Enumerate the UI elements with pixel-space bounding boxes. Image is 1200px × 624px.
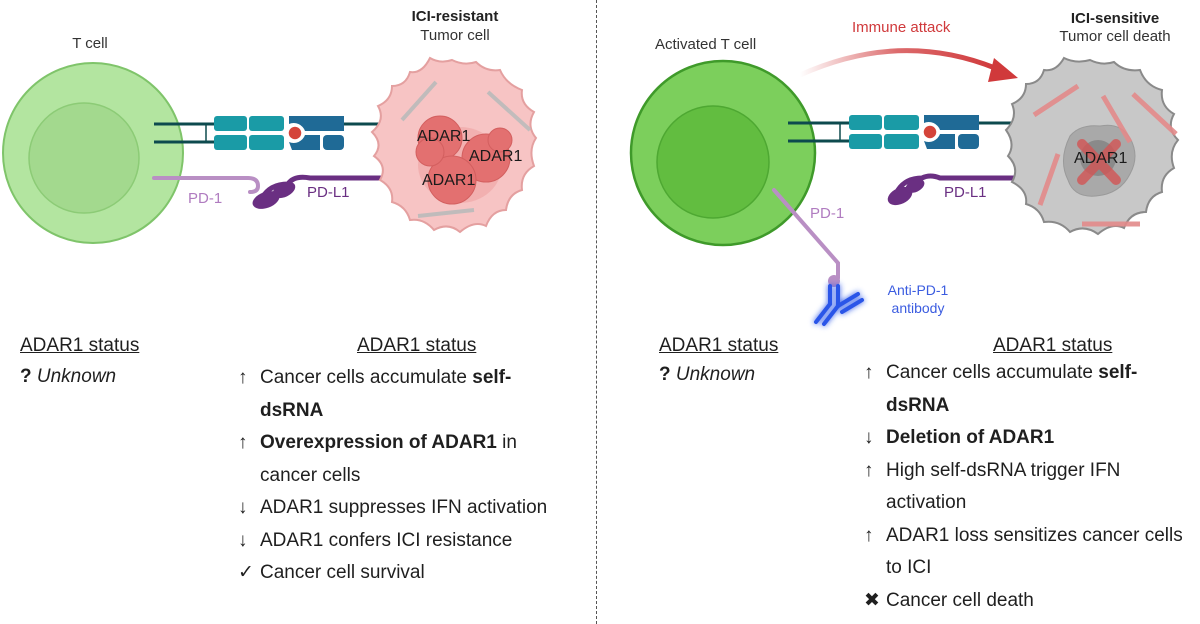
adar1-label: ADAR1 [469,148,523,165]
pd1-pdl1-binding [152,174,398,209]
status-symbol-icon: ↑ [238,432,248,453]
status-symbol-icon: ↑ [238,367,248,388]
status-item: ↑Cancer cells accumulate self-dsRNA [238,362,568,427]
tumor-status-heading-right: ADAR1 status [993,335,1113,356]
pdl1-right [887,173,1031,206]
tumor-status-list: ↑Cancer cells accumulate self-dsRNA↑Over… [238,362,568,590]
status-item: ↑Overexpression of ADAR1 in cancer cells [238,427,568,492]
tcr-mhc-complex [154,116,393,150]
status-symbol-icon: ↑ [864,362,874,383]
status-item: ↓Deletion of ADAR1 [864,422,1194,455]
adar1-label: ADAR1 [417,128,471,145]
status-text: Unknown [675,364,756,385]
t-cell-status-value-right: ? Unknown [659,364,755,386]
panel-divider [596,0,597,624]
immune-attack-arrow [798,48,1018,82]
pdl1-label-right: PD-L1 [944,184,987,201]
pd1-right [772,188,840,287]
tumor-title-resistant: ICI-resistant [411,8,499,25]
pd1-label-right: PD-1 [810,205,845,222]
question-icon: ? [659,364,671,385]
status-symbol-icon: ↓ [238,497,248,518]
antibody-label-line2: antibody [891,300,945,316]
t-cell [2,62,184,244]
status-item: ↓ADAR1 confers ICI resistance [238,525,568,558]
pd1-label: PD-1 [188,190,223,207]
status-symbol-icon: ✓ [238,562,254,583]
status-item: ✖Cancer cell death [864,585,1194,618]
status-symbol-icon: ↓ [238,529,248,551]
anti-pd1-antibody [814,284,864,326]
status-symbol-icon: ✖ [864,589,880,611]
tcr-mhc-complex-right [788,115,1028,149]
status-item: ↓ADAR1 suppresses IFN activation [238,492,568,525]
status-text: Unknown [36,366,117,387]
tumor-title-sensitive: ICI-sensitive [1070,10,1160,27]
tumor-cell-resistant [370,56,538,234]
question-icon: ? [20,366,32,387]
immune-attack-label: Immune attack [852,19,951,36]
t-cell-label: T cell [72,35,108,52]
antibody-label-line1: Anti-PD-1 [887,282,949,298]
status-item: ✓Cancer cell survival [238,557,568,590]
status-item: ↑High self-dsRNA trigger IFN activation [864,455,1194,520]
status-symbol-icon: ↓ [864,427,874,448]
tumor-cell-dead [1004,56,1180,236]
status-symbol-icon: ↑ [864,524,874,546]
tumor-status-heading: ADAR1 status [357,335,477,356]
t-cell-status-value: ? Unknown [20,366,116,388]
status-item: ↑Cancer cells accumulate self-dsRNA [864,357,1194,422]
t-cell-status-heading-right: ADAR1 status [659,335,779,356]
activated-t-cell-label: Activated T cell [655,36,757,53]
activated-t-cell [629,59,817,247]
status-symbol-icon: ↑ [864,459,874,481]
pdl1-label: PD-L1 [307,184,350,201]
adar1-label: ADAR1 [422,172,476,189]
deleted-cross-icon [1077,139,1121,185]
tumor-subtitle-sensitive: Tumor cell death [1059,28,1171,45]
tumor-subtitle-resistant: Tumor cell [420,27,490,44]
status-item: ↑ADAR1 loss sensitizes cancer cells to I… [864,520,1194,585]
t-cell-status-heading: ADAR1 status [20,335,140,356]
tumor-status-list-right: ↑Cancer cells accumulate self-dsRNA↓Dele… [864,357,1194,617]
adar1-label-deleted: ADAR1 [1074,150,1128,167]
